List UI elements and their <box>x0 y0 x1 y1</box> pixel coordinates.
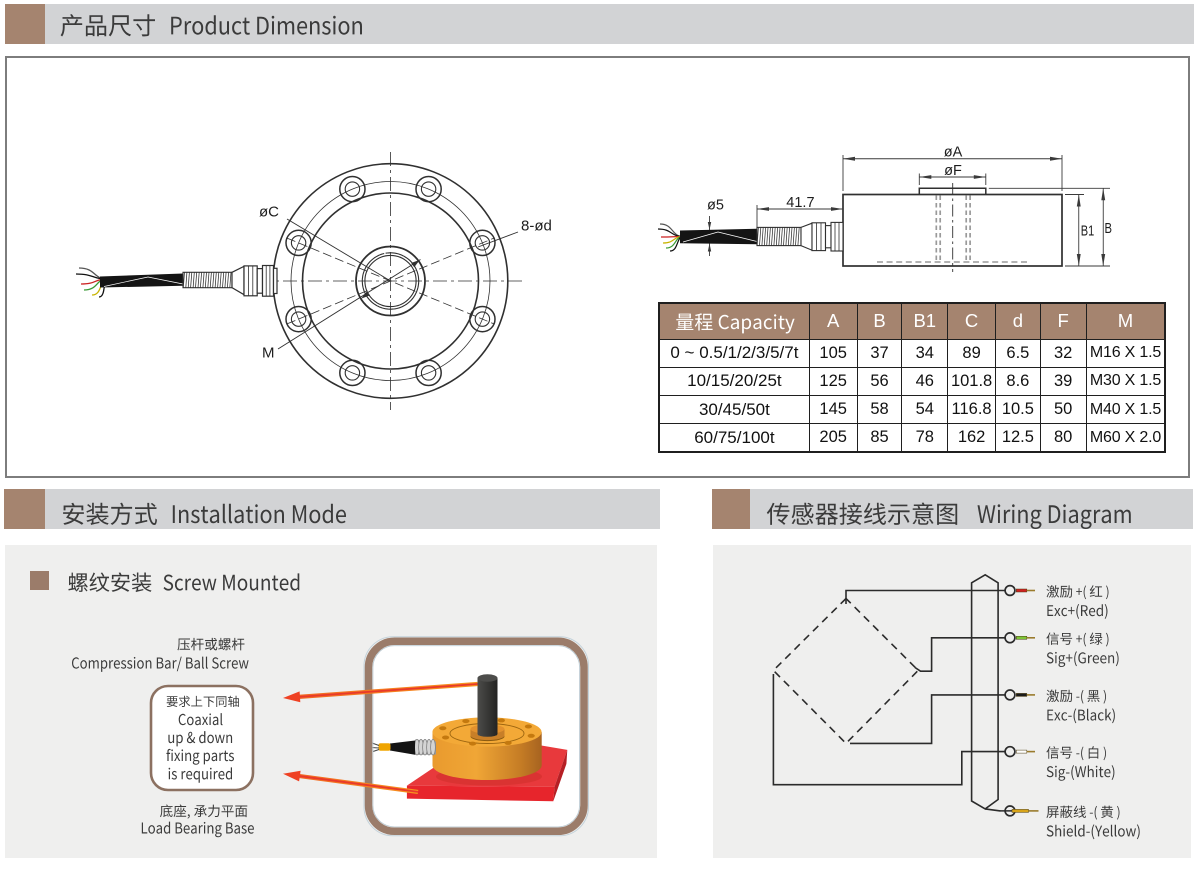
svg-text:øA: øA <box>944 145 963 161</box>
svg-text:øF: øF <box>944 163 962 179</box>
svg-text:ø5: ø5 <box>707 198 724 214</box>
svg-text:8-ød: 8-ød <box>521 218 552 235</box>
svg-text:B: B <box>1105 221 1113 237</box>
svg-text:B1: B1 <box>1081 224 1095 240</box>
svg-text:41.7: 41.7 <box>786 195 814 211</box>
svg-text:M: M <box>262 345 275 362</box>
svg-text:øC: øC <box>259 204 279 221</box>
